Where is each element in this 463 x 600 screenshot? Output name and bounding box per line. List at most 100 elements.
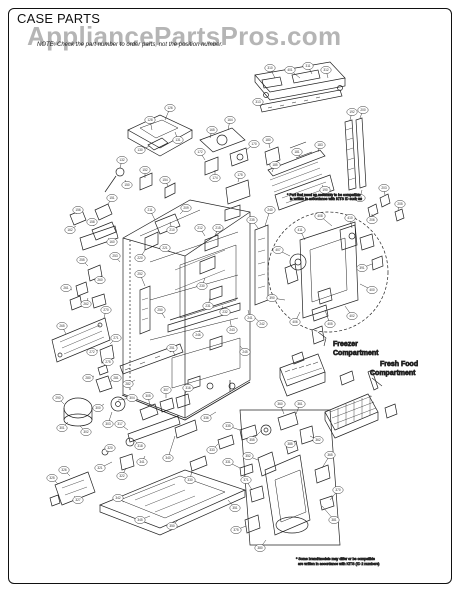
position-number: 307 bbox=[163, 388, 169, 392]
position-number: 402 bbox=[349, 314, 355, 318]
position-balloon bbox=[136, 458, 148, 466]
position-balloon bbox=[184, 476, 196, 484]
position-number: 333 bbox=[209, 448, 215, 452]
position-number: 336 bbox=[203, 416, 209, 420]
position-balloon bbox=[154, 306, 166, 314]
position-number: 313 bbox=[255, 100, 261, 104]
diagram-border bbox=[8, 8, 452, 584]
position-balloon bbox=[234, 171, 246, 179]
position-balloon bbox=[164, 104, 176, 112]
position-number: 245 bbox=[242, 350, 248, 354]
fresh-food-callout-line1: Fresh Food bbox=[380, 361, 418, 368]
position-number: 205 bbox=[397, 202, 403, 206]
position-number: 172 bbox=[197, 150, 203, 154]
position-number: 240 bbox=[267, 208, 273, 212]
position-balloon bbox=[356, 264, 368, 272]
position-balloon bbox=[284, 66, 296, 74]
position-balloon bbox=[159, 176, 171, 184]
position-balloon bbox=[134, 516, 146, 524]
position-balloon bbox=[194, 148, 206, 156]
position-balloon bbox=[121, 181, 133, 189]
freezer-callout-line2: Compartment bbox=[333, 350, 379, 357]
position-number: 406 bbox=[292, 320, 298, 324]
position-number: 350 bbox=[169, 524, 175, 528]
position-balloon bbox=[86, 218, 98, 226]
position-number: 325 bbox=[49, 476, 55, 480]
position-number: 164 bbox=[227, 118, 233, 122]
position-number: 391 bbox=[359, 266, 365, 270]
position-number: 243 bbox=[229, 328, 235, 332]
position-balloon bbox=[94, 464, 106, 472]
position-number: 154 bbox=[162, 178, 168, 182]
position-balloon bbox=[314, 212, 326, 220]
position-balloon bbox=[320, 66, 332, 74]
position-number: 150 bbox=[124, 183, 130, 187]
position-number: 311 bbox=[305, 64, 310, 68]
position-balloon bbox=[200, 414, 212, 422]
position-balloon bbox=[254, 544, 266, 552]
position-number: 271 bbox=[113, 336, 119, 340]
position-number: 282 bbox=[125, 382, 131, 386]
position-balloon bbox=[80, 300, 92, 308]
position-number: 190 bbox=[322, 188, 328, 192]
position-number: 230 bbox=[199, 284, 205, 288]
position-number: 330 bbox=[187, 478, 193, 482]
position-balloon bbox=[194, 224, 206, 232]
position-number: 220 bbox=[137, 256, 143, 260]
position-number: 201 bbox=[357, 196, 363, 200]
position-number: 310 bbox=[267, 66, 273, 70]
position-number: 160 bbox=[109, 240, 115, 244]
position-number: 318 bbox=[137, 444, 143, 448]
footnote-bottom-line1: * Some brand/models may differ or be com… bbox=[296, 557, 375, 561]
position-number: 327 bbox=[75, 498, 81, 502]
position-number: 131 bbox=[175, 138, 181, 142]
position-balloon bbox=[116, 472, 128, 480]
position-balloon bbox=[112, 494, 124, 502]
position-number: 407 bbox=[275, 248, 281, 252]
position-balloon bbox=[324, 320, 336, 328]
position-number: 304 bbox=[129, 396, 135, 400]
position-balloon bbox=[264, 64, 276, 72]
position-balloon bbox=[291, 148, 303, 156]
position-balloon bbox=[110, 374, 122, 382]
position-balloon bbox=[72, 206, 84, 214]
position-number: 255 bbox=[79, 258, 85, 262]
position-number: 251 bbox=[169, 346, 175, 350]
position-balloon bbox=[212, 224, 224, 232]
position-number: 290 bbox=[55, 396, 61, 400]
position-balloon bbox=[180, 204, 192, 212]
position-balloon bbox=[110, 334, 122, 342]
position-balloon bbox=[269, 161, 281, 169]
position-balloon bbox=[246, 216, 258, 224]
position-number: 365 bbox=[327, 453, 333, 457]
position-number: 183 bbox=[317, 143, 323, 147]
position-number: 165 bbox=[209, 128, 215, 132]
position-number: 275 bbox=[105, 360, 111, 364]
position-balloon bbox=[122, 380, 134, 388]
position-number: 250 bbox=[157, 308, 163, 312]
position-balloon bbox=[92, 404, 104, 412]
watermark: AppliancePartsPros.com bbox=[27, 21, 342, 51]
position-number: 317 bbox=[117, 422, 123, 426]
position-balloon bbox=[366, 286, 378, 294]
position-balloon bbox=[58, 466, 70, 474]
position-number: 126 bbox=[167, 106, 173, 110]
fresh-food-callout-line2: Compartment bbox=[370, 370, 416, 377]
position-number: 181 bbox=[294, 150, 300, 154]
position-balloon bbox=[256, 320, 268, 328]
position-balloon bbox=[222, 422, 234, 430]
position-balloon bbox=[272, 246, 284, 254]
position-number: 130 bbox=[137, 148, 143, 152]
position-number: 352 bbox=[245, 454, 251, 458]
position-balloon bbox=[134, 270, 146, 278]
freezer-drawer bbox=[279, 325, 327, 397]
position-balloon bbox=[142, 392, 154, 400]
position-balloon bbox=[52, 394, 64, 402]
position-balloon bbox=[192, 331, 204, 339]
position-number: 180 bbox=[265, 138, 271, 142]
cabinet-assembly bbox=[121, 199, 269, 421]
position-number: 280 bbox=[85, 376, 91, 380]
position-number: 158 bbox=[89, 220, 95, 224]
position-balloon bbox=[64, 226, 76, 234]
